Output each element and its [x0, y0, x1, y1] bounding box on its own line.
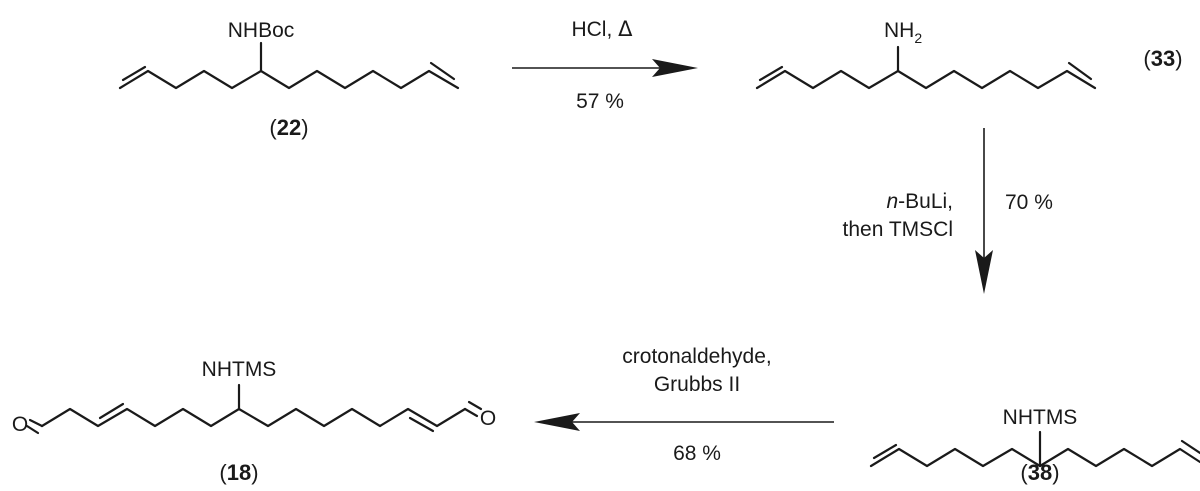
compound-18-oxygen-right: O — [480, 407, 496, 430]
arrow-2-reagent-line-2: then TMSCl — [843, 218, 954, 241]
compound-18-id-label: (18) — [219, 460, 258, 485]
compound-33-substituent-label: NH2 — [884, 19, 922, 46]
compound-33-id-label: (33) — [1143, 46, 1182, 71]
compound-22-substituent-label: NHBoc — [228, 19, 295, 42]
compound-18-skeleton — [40, 407, 467, 428]
compound-33-double-bond-left — [758, 65, 784, 82]
reaction-arrow-3: crotonaldehyde, Grubbs II 68 % — [534, 345, 834, 465]
arrow-3-head — [534, 413, 580, 431]
reaction-arrow-1: HCl, Δ 57 % — [512, 17, 698, 113]
arrow-2-head — [975, 250, 993, 294]
arrow-1-reagent: HCl, Δ — [571, 17, 633, 41]
compound-33-skeleton — [755, 69, 1097, 90]
compound-18-enal-right-double — [408, 416, 435, 433]
compound-18-oxygen-left: O — [12, 413, 28, 436]
reaction-arrow-2: n-BuLi, then TMSCl 70 % — [843, 128, 1053, 294]
compound-33-double-bond-right — [1067, 61, 1093, 81]
compound-18-carbonyl-right-bond — [463, 407, 479, 418]
compound-18-substituent-label: NHTMS — [202, 358, 277, 381]
compound-22-skeleton — [118, 69, 460, 90]
arrow-1-yield: 57 % — [576, 90, 624, 113]
compound-18-carbonyl-left-bond — [28, 418, 44, 428]
arrow-3-reagent-line-1: crotonaldehyde, — [622, 345, 771, 368]
compound-22-double-bond-right — [429, 61, 456, 81]
compound-33: NH2 (33) — [755, 19, 1183, 90]
compound-22: NHBoc (22) — [118, 19, 460, 140]
compound-38: NHTMS (38) — [869, 406, 1200, 485]
arrow-1-head — [652, 59, 698, 77]
arrow-3-yield: 68 % — [673, 442, 721, 465]
arrow-2-reagent-line-1: n-BuLi, — [886, 190, 953, 213]
compound-18-carbonyl-right-double — [467, 400, 483, 411]
compound-38-id-label: (38) — [1020, 460, 1059, 485]
arrow-2-yield: 70 % — [1005, 191, 1053, 214]
arrow-3-reagent-line-2: Grubbs II — [654, 373, 740, 396]
compound-38-double-bond-right — [1180, 439, 1200, 455]
compound-18-carbonyl-left-double — [25, 424, 40, 435]
compound-18: NHTMS O O (18) — [12, 358, 496, 485]
compound-38-double-bond-left — [872, 443, 898, 460]
compound-22-id-label: (22) — [269, 115, 308, 140]
compound-38-substituent-label: NHTMS — [1003, 406, 1078, 429]
compound-18-enal-left-double — [98, 402, 125, 420]
compound-22-double-bond-left — [121, 65, 147, 82]
